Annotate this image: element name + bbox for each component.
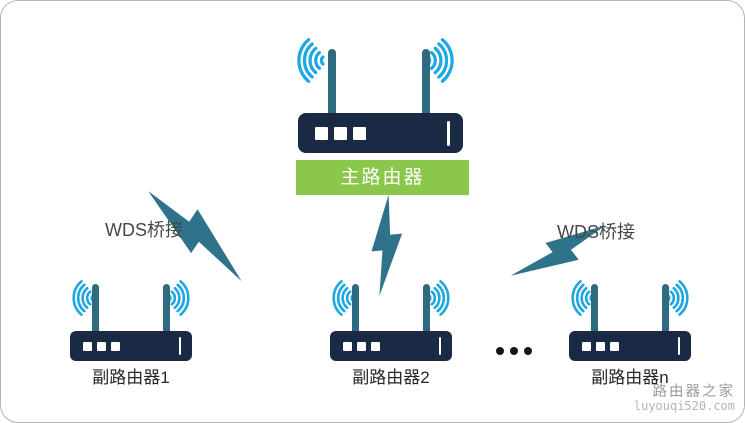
router-slit bbox=[447, 121, 450, 146]
wds-bridge-label-left: WDS桥接 bbox=[105, 220, 183, 240]
led-square bbox=[353, 126, 366, 140]
sub-router-label: 副路由器n bbox=[591, 368, 669, 387]
router-slit bbox=[439, 337, 441, 355]
antenna bbox=[423, 284, 430, 336]
ellipsis-icon bbox=[496, 347, 532, 355]
router-slit bbox=[678, 337, 680, 355]
router-body bbox=[70, 331, 192, 361]
watermark-site-url: luyouqi520.com bbox=[633, 399, 735, 414]
antenna bbox=[422, 49, 430, 117]
led-square bbox=[610, 341, 619, 351]
wifi-waves-icon bbox=[425, 280, 461, 316]
led-square bbox=[334, 126, 347, 140]
dot bbox=[510, 347, 518, 355]
led-square bbox=[97, 341, 106, 351]
antenna bbox=[352, 284, 359, 336]
watermark-site-name: 路由器之家 bbox=[652, 383, 735, 400]
antenna bbox=[591, 284, 598, 336]
wifi-waves-icon bbox=[165, 280, 201, 316]
led-square bbox=[111, 341, 120, 351]
antenna bbox=[92, 284, 99, 336]
wifi-waves-icon bbox=[664, 280, 700, 316]
led-square bbox=[596, 341, 605, 351]
wifi-waves-icon bbox=[283, 38, 328, 83]
wds-bridge-label-right: WDS桥接 bbox=[557, 222, 635, 242]
led-square bbox=[315, 126, 328, 140]
sub-router-2: 副路由器2 bbox=[321, 276, 461, 394]
led-square bbox=[343, 341, 352, 351]
led-square bbox=[371, 341, 380, 351]
router-body bbox=[298, 113, 463, 153]
dot bbox=[496, 347, 504, 355]
sub-router-label: 副路由器2 bbox=[352, 368, 430, 387]
dot bbox=[524, 347, 532, 355]
sub-router-n: 副路由器n bbox=[560, 276, 700, 394]
antenna bbox=[328, 49, 336, 117]
router-slit bbox=[179, 337, 181, 355]
antenna bbox=[662, 284, 669, 336]
sub-router-1: 副路由器1 bbox=[61, 276, 201, 394]
watermark: 路由器之家 luyouqi520.com bbox=[634, 384, 735, 414]
led-square bbox=[582, 341, 591, 351]
router-body bbox=[569, 331, 691, 361]
antenna bbox=[163, 284, 170, 336]
led-square bbox=[357, 341, 366, 351]
router-body bbox=[330, 331, 452, 361]
main-router bbox=[283, 37, 471, 155]
main-router-label: 主路由器 bbox=[296, 160, 469, 195]
led-square bbox=[83, 341, 92, 351]
sub-router-label: 副路由器1 bbox=[92, 368, 170, 387]
